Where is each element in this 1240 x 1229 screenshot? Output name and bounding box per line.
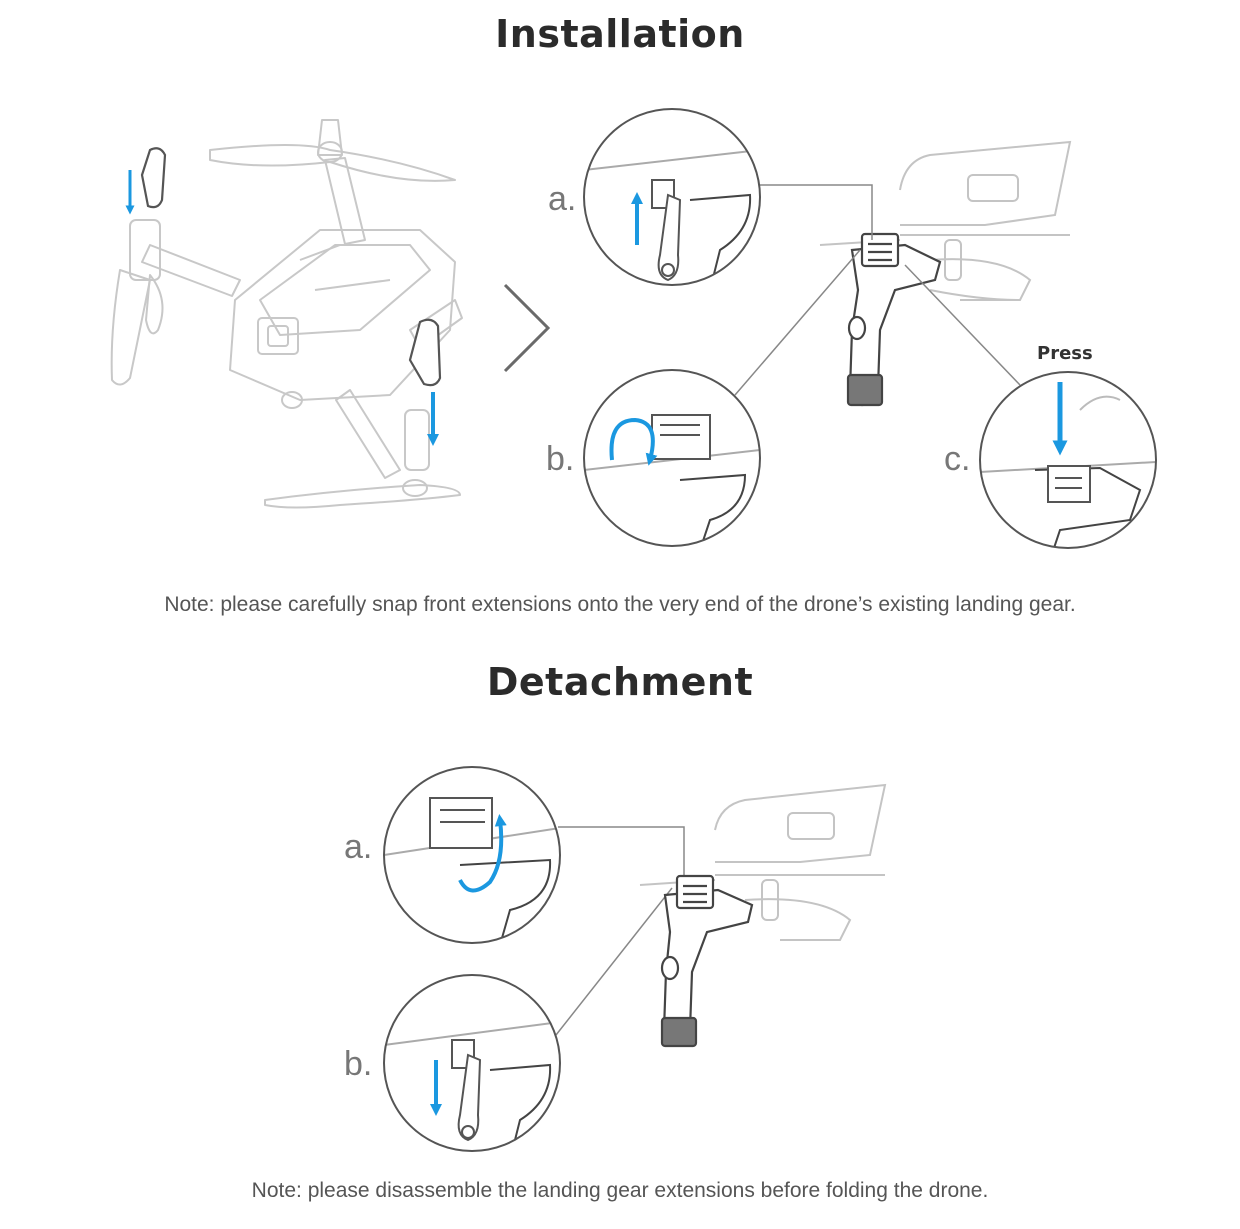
installation-note: Note: please carefully snap front extens…	[0, 593, 1240, 617]
detach-step-a-label: a.	[344, 828, 372, 866]
detach-step-a-circle	[384, 767, 560, 945]
install-step-b-label: b.	[546, 440, 574, 478]
detach-step-b-label: b.	[344, 1045, 372, 1083]
detach-landing-gear-part	[662, 876, 752, 1046]
gear-extension-left	[142, 148, 165, 207]
install-step-a-circle	[584, 109, 760, 290]
press-label: Press	[1037, 343, 1093, 364]
detach-step-b-circle	[384, 975, 560, 1160]
chevron-right-icon	[505, 285, 548, 371]
rotate-arrow-icon	[611, 420, 652, 460]
install-step-c-circle	[980, 372, 1156, 560]
gear-extension-right	[410, 320, 440, 385]
detachment-note: Note: please disassemble the landing gea…	[0, 1179, 1240, 1203]
install-step-c-label: c.	[944, 440, 970, 478]
install-step-a-label: a.	[548, 180, 576, 218]
landing-gear-part	[848, 234, 940, 405]
install-step-b-circle	[584, 370, 760, 550]
